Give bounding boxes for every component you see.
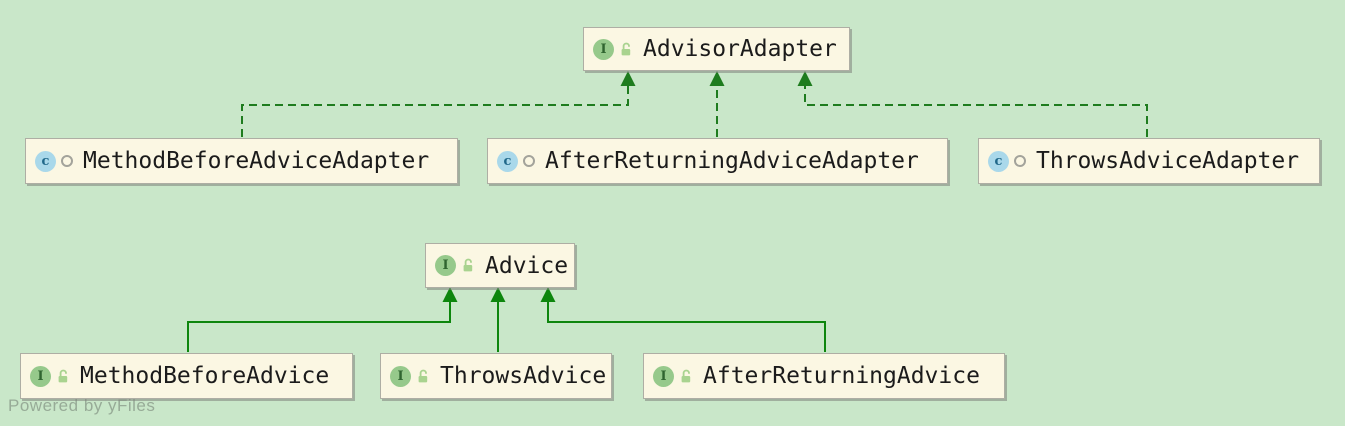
arrowhead-icon xyxy=(709,71,725,86)
node-label: AfterReturningAdviceAdapter xyxy=(545,148,919,174)
node-throwsadvice[interactable]: I ThrowsAdvice xyxy=(380,353,612,399)
node-label: Advice xyxy=(485,252,569,279)
interface-icon: I xyxy=(390,365,411,387)
edge-methodbeforeadviceadapter-implements-advisoradapter xyxy=(241,86,629,137)
arrowhead-icon xyxy=(540,287,556,302)
class-icon: c xyxy=(988,150,1009,172)
public-unlocked-icon xyxy=(418,369,428,382)
node-label: MethodBeforeAdviceAdapter xyxy=(83,148,430,174)
edge-afterreturningadvice-extends-advice xyxy=(547,302,826,352)
node-label: MethodBeforeAdvice xyxy=(80,363,330,389)
node-afterreturningadviceadapter[interactable]: c AfterReturningAdviceAdapter xyxy=(487,138,948,184)
node-advice[interactable]: I Advice xyxy=(425,243,575,288)
public-unlocked-icon xyxy=(681,369,691,382)
arrowhead-icon xyxy=(797,71,813,86)
node-methodbeforeadviceadapter[interactable]: c MethodBeforeAdviceAdapter xyxy=(25,138,458,184)
public-unlocked-icon xyxy=(621,42,631,55)
interface-icon: I xyxy=(593,38,614,60)
interface-icon: I xyxy=(30,365,51,387)
arrowhead-icon xyxy=(490,287,506,302)
node-label: ThrowsAdviceAdapter xyxy=(1036,148,1300,174)
node-afterreturningadvice[interactable]: I AfterReturningAdvice xyxy=(643,353,1005,399)
node-label: ThrowsAdvice xyxy=(440,363,607,389)
class-icon: c xyxy=(35,150,56,172)
interface-icon: I xyxy=(435,255,456,276)
package-private-icon xyxy=(523,155,535,167)
yfiles-watermark: Powered by yFiles xyxy=(8,396,156,415)
node-advisoradapter[interactable]: I AdvisorAdapter xyxy=(583,27,850,71)
node-methodbeforeadvice[interactable]: I MethodBeforeAdvice xyxy=(20,353,353,399)
node-label: AdvisorAdapter xyxy=(643,36,837,62)
public-unlocked-icon xyxy=(463,258,473,272)
edge-methodbeforeadvice-extends-advice xyxy=(187,302,451,352)
node-label: AfterReturningAdvice xyxy=(703,363,980,389)
arrowhead-icon xyxy=(442,287,458,302)
interface-icon: I xyxy=(653,365,674,387)
package-private-icon xyxy=(1014,155,1026,167)
public-unlocked-icon xyxy=(58,369,68,382)
arrowhead-icon xyxy=(620,71,636,86)
edge-throwsadviceadapter-implements-advisoradapter xyxy=(804,86,1148,137)
class-icon: c xyxy=(497,150,518,172)
package-private-icon xyxy=(61,155,73,167)
node-throwsadviceadapter[interactable]: c ThrowsAdviceAdapter xyxy=(978,138,1320,184)
